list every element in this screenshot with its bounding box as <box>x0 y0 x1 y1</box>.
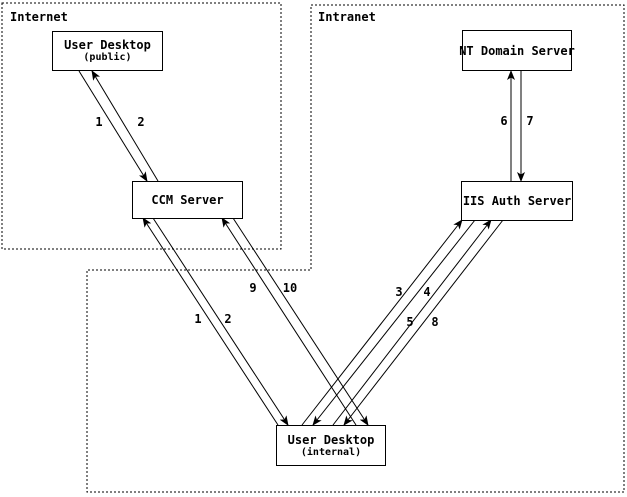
intranet-zone-border <box>86 4 625 493</box>
edge-5-internal-to-iis <box>332 219 492 426</box>
edge-label-1-internal: 1 <box>194 312 201 326</box>
edge-9-internal-to-ccm <box>221 217 357 426</box>
node-nt-domain-server: NT Domain Server <box>459 30 575 71</box>
node-title: CCM Server <box>151 193 224 207</box>
edge-3-internal-to-iis <box>301 219 463 426</box>
edge-2-ccm-to-internal <box>152 217 289 426</box>
edge-label-10: 10 <box>283 281 297 295</box>
edge-label-2-public: 2 <box>137 115 144 129</box>
edge-4-iis-to-internal <box>312 219 476 426</box>
edge-8-iis-to-internal <box>343 219 504 426</box>
edge-2-ccm-to-public <box>91 70 159 182</box>
edge-1-internal-to-ccm <box>142 217 279 426</box>
internet-zone-border <box>1 2 282 250</box>
edge-label-4: 4 <box>423 285 430 299</box>
edge-label-7: 7 <box>526 114 533 128</box>
edge-10-ccm-to-internal <box>232 217 369 426</box>
internet-zone-label: Internet <box>10 10 68 24</box>
node-user-desktop-public: User Desktop (public) <box>52 31 163 71</box>
edge-label-6: 6 <box>500 114 507 128</box>
edge-1-public-to-ccm <box>78 70 148 182</box>
edge-label-5: 5 <box>406 315 413 329</box>
node-title: User Desktop <box>287 432 375 447</box>
node-title: NT Domain Server <box>459 43 575 58</box>
edge-label-8: 8 <box>431 315 438 329</box>
edge-label-2-internal: 2 <box>224 312 231 326</box>
node-subtitle: (internal) <box>300 446 362 458</box>
node-ccm-server: CCM Server <box>132 181 243 219</box>
node-title: User Desktop <box>64 38 151 52</box>
node-user-desktop-internal: User Desktop (internal) <box>276 425 386 466</box>
node-title: IIS Auth Server <box>462 194 572 208</box>
node-subtitle: (public) <box>83 52 132 63</box>
edge-label-3: 3 <box>395 285 402 299</box>
intranet-zone-label: Intranet <box>318 10 376 24</box>
edge-label-1-public: 1 <box>95 115 102 129</box>
edge-label-9: 9 <box>249 281 256 295</box>
node-iis-auth-server: IIS Auth Server <box>461 181 573 221</box>
